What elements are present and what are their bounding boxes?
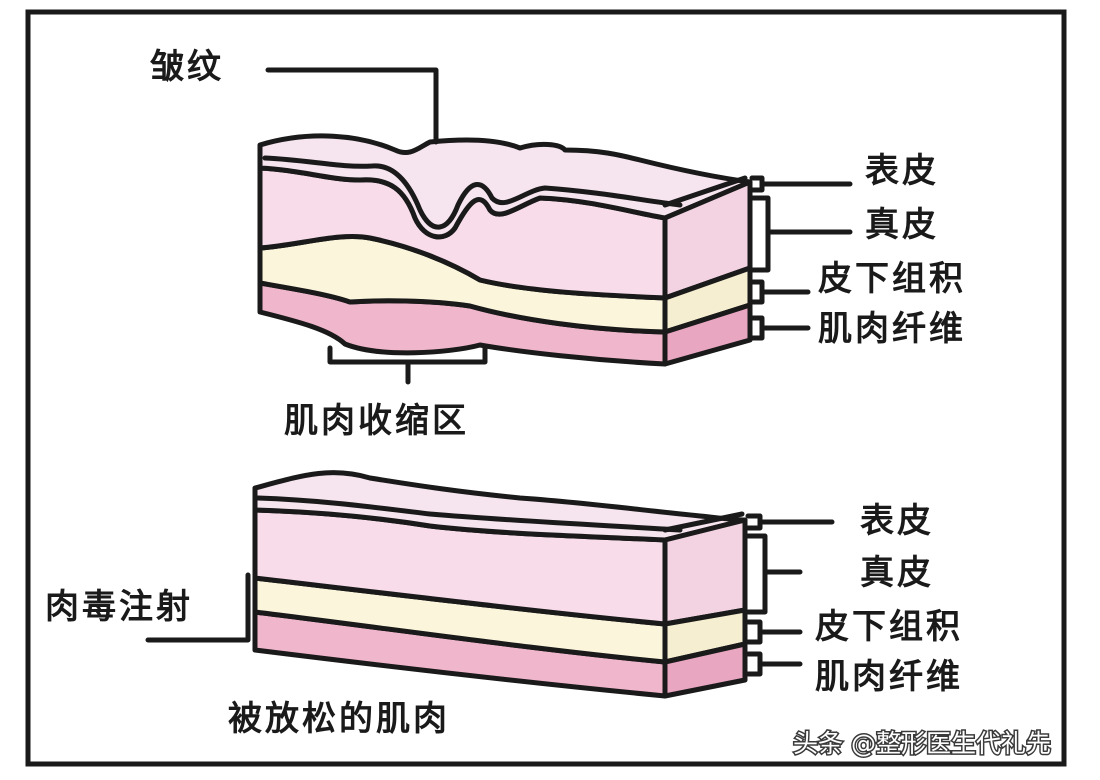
top-epidermis-leader <box>749 175 853 193</box>
diagram-frame <box>25 9 1067 767</box>
top-epidermis-label: 表皮 <box>865 151 939 191</box>
top-subcutaneous-label: 皮下组积 <box>818 259 966 299</box>
top-muscle-leader <box>749 315 811 341</box>
bottom-side-dermis <box>662 517 748 627</box>
bottom-dermis-leader <box>745 533 803 615</box>
top-side-epidermis-line <box>662 175 748 208</box>
bottom-muscle-leader <box>745 651 803 677</box>
bottom-epidermis-line <box>255 495 683 533</box>
bottom-muscle-label: 肌肉纤维 <box>815 657 963 697</box>
bottom-subcutaneous-leader <box>745 619 803 645</box>
top-dermis-leader <box>749 195 853 273</box>
bottom-leaders <box>145 513 835 677</box>
bottom-epidermis-label: 表皮 <box>860 501 934 541</box>
top-muscle-label: 肌肉纤维 <box>818 309 966 349</box>
relaxed-muscle-label: 被放松的肌肉 <box>228 699 450 739</box>
bottom-epidermis-layer <box>252 470 748 543</box>
bottom-epidermis-leader <box>745 513 835 531</box>
top-wrinkle-fold <box>262 155 683 230</box>
bottom-side-epidermis-line <box>662 511 745 533</box>
top-leaders <box>265 67 853 385</box>
bottom-subcutaneous-label: 皮下组积 <box>815 607 963 647</box>
top-dermis-label: 真皮 <box>865 205 939 245</box>
wrinkle-leader <box>265 67 439 145</box>
top-subcutaneous-leader <box>749 279 811 305</box>
contraction-label: 肌肉收缩区 <box>284 401 469 441</box>
contraction-bracket <box>327 345 488 385</box>
top-skin-block <box>257 133 753 367</box>
watermark-text: 头条 @整形医生代礼先 <box>793 729 1051 758</box>
wrinkle-label: 皱纹 <box>150 47 224 87</box>
injection-label: 肉毒注射 <box>45 587 193 627</box>
bottom-side-muscle <box>662 641 748 699</box>
bottom-skin-block <box>252 470 748 699</box>
top-side-muscle <box>662 302 753 367</box>
injection-leader <box>145 572 251 643</box>
bottom-dermis-label: 真皮 <box>860 553 934 593</box>
